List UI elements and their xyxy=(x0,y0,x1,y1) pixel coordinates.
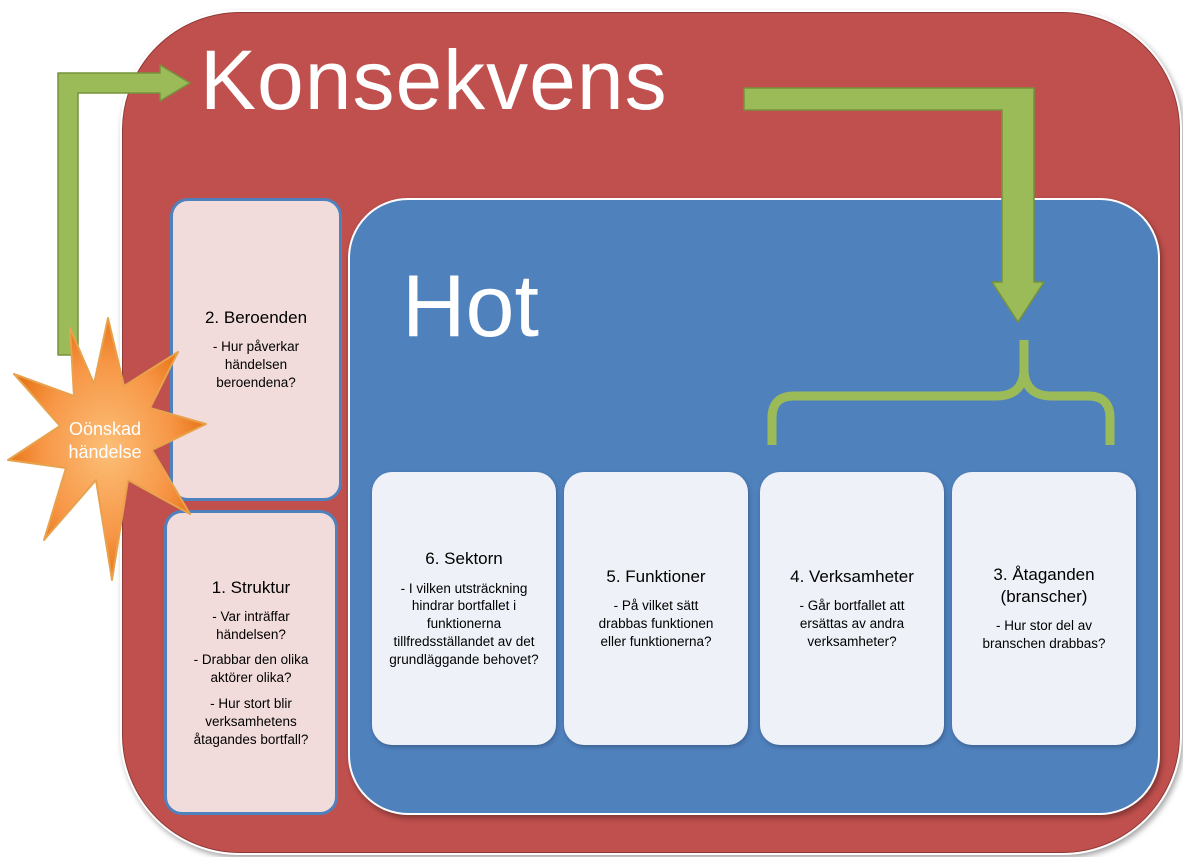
ataganden-title: 3. Åtaganden (branscher) xyxy=(993,565,1095,606)
event-label: Oönskad händelse xyxy=(40,418,170,465)
curly-brace xyxy=(767,340,1115,445)
konsekvens-title: Konsekvens xyxy=(200,33,668,127)
verksamheter-title: 4. Verksamheter xyxy=(790,567,914,587)
sektorn-title: 6. Sektorn xyxy=(425,549,503,569)
starburst-shape xyxy=(7,317,207,581)
verksamheter-card: 4. Verksamheter - Går bortfallet att ers… xyxy=(760,472,944,745)
sektorn-card: 6. Sektorn - I vilken utsträckning hindr… xyxy=(372,472,556,745)
event-label-line-1: Oönskad xyxy=(68,419,142,439)
verksamheter-question-1: - Går bortfallet att ersättas av andra v… xyxy=(799,598,905,650)
struktur-question-1: - Var inträffar händelsen? xyxy=(212,608,290,642)
beroenden-card: 2. Beroenden - Hur påverkar händelsen be… xyxy=(170,198,342,501)
struktur-card: 1. Struktur - Var inträffar händelsen? -… xyxy=(164,510,338,815)
struktur-title: 1. Struktur xyxy=(211,577,291,597)
funktioner-question-1: - På vilket sätt drabbas funktionen elle… xyxy=(598,598,714,650)
struktur-question-2: - Drabbar den olika aktörer olika? xyxy=(193,652,309,686)
arrow-event-to-konsekvens xyxy=(57,64,191,356)
sektorn-question-1: - I vilken utsträckning hindrar bortfall… xyxy=(389,580,539,667)
event-label-line-2: händelse xyxy=(68,442,142,463)
funktioner-title: 5. Funktioner xyxy=(606,567,706,587)
hot-title: Hot xyxy=(402,256,539,355)
beroenden-title: 2. Beroenden xyxy=(204,308,308,328)
ataganden-question-1: - Hur stor del av branschen drabbas? xyxy=(982,617,1106,651)
beroenden-question-1: - Hur påverkar händelsen beroendena? xyxy=(212,339,300,391)
ataganden-card: 3. Åtaganden (branscher) - Hur stor del … xyxy=(952,472,1136,745)
struktur-question-3: - Hur stort blir verksamhetens åtagandes… xyxy=(193,696,309,747)
funktioner-card: 5. Funktioner - På vilket sätt drabbas f… xyxy=(564,472,748,745)
arrow-konsekvens-to-hot xyxy=(743,87,1045,323)
